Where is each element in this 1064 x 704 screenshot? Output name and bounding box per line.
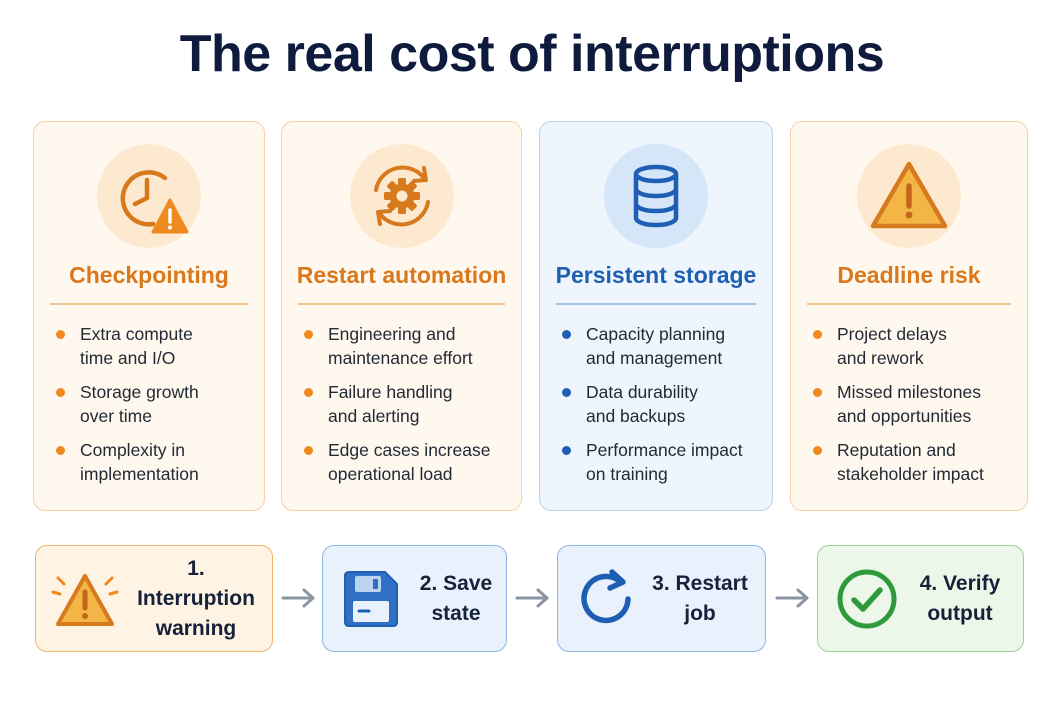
check-circle-icon [834,566,900,637]
warning-icon [50,568,120,635]
card-deadline-risk: Deadline risk Project delays and rework … [790,121,1028,511]
card-title: Restart automation [296,262,507,288]
card-checkpointing: Checkpointing Extra compute time and I/O… [33,121,265,511]
list-item: Data durability and backups [562,380,762,428]
arrow-right-icon [281,588,315,608]
step-label: 4. Verify output [919,571,1001,625]
restart-icon [574,566,640,637]
list-item: Engineering and maintenance effort [304,322,511,370]
list-item: Failure handling and alerting [304,380,511,428]
gear-cycle-icon [349,144,454,248]
list-item: Capacity planning and management [562,322,762,370]
divider [50,303,248,305]
bullet-dot [304,330,313,339]
bullet-list: Project delays and rework Missed milesto… [813,322,1017,496]
clock-warning-icon [97,144,201,248]
list-item: Project delays and rework [813,322,1017,370]
step-label: 3. Restart job [652,571,748,625]
bullet-dot [813,446,822,455]
bullet-text: Capacity planning and management [586,324,726,368]
arrow-right-icon [515,588,549,608]
list-item: Complexity in implementation [56,438,254,486]
step-save-state: 2. Save state [322,545,507,652]
bullet-dot [56,388,65,397]
bullet-text: Complexity in implementation [80,440,199,484]
bullet-list: Engineering and maintenance effort Failu… [304,322,511,496]
card-title: Deadline risk [837,262,981,288]
bullet-text: Performance impact on training [586,440,743,484]
step-restart-job: 3. Restart job [557,545,766,652]
list-item: Missed milestones and opportunities [813,380,1017,428]
list-item: Storage growth over time [56,380,254,428]
bullet-dot [56,330,65,339]
bullet-dot [304,446,313,455]
list-item: Performance impact on training [562,438,762,486]
database-icon [604,144,708,248]
step-label: 2. Save state [419,571,493,625]
bullet-list: Extra compute time and I/O Storage growt… [56,322,254,496]
bullet-text: Failure handling and alerting [328,382,453,426]
divider [807,303,1011,305]
card-title: Checkpointing [69,262,229,288]
divider [556,303,756,305]
bullet-dot [562,446,571,455]
list-item: Edge cases increase operational load [304,438,511,486]
list-item: Reputation and stakeholder impact [813,438,1017,486]
bullet-dot [813,388,822,397]
page-title: The real cost of interruptions [179,25,885,83]
bullet-dot [813,330,822,339]
step-interruption-warning: 1. Interruption warning [35,545,273,652]
bullet-text: Data durability and backups [586,382,698,426]
step-verify-output: 4. Verify output [817,545,1024,652]
list-item: Extra compute time and I/O [56,322,254,370]
bullet-text: Engineering and maintenance effort [328,324,473,368]
bullet-list: Capacity planning and management Data du… [562,322,762,496]
bullet-dot [562,330,571,339]
bullet-dot [562,388,571,397]
bullet-text: Extra compute time and I/O [80,324,193,368]
bullet-text: Edge cases increase operational load [328,440,491,484]
bullet-text: Storage growth over time [80,382,199,426]
bullet-dot [304,388,313,397]
step-label: 1. Interruption warning [137,556,255,640]
floppy-disk-icon [339,568,401,635]
card-title: Persistent storage [555,262,757,288]
card-persistent-storage: Persistent storage Capacity planning and… [539,121,773,511]
arrow-right-icon [775,588,809,608]
card-restart-automation: Restart automation Engineering and maint… [281,121,522,511]
bullet-text: Reputation and stakeholder impact [837,440,984,484]
bullet-dot [56,446,65,455]
divider [298,303,505,305]
bullet-text: Missed milestones and opportunities [837,382,981,426]
warning-triangle-icon [857,144,961,248]
bullet-text: Project delays and rework [837,324,947,368]
